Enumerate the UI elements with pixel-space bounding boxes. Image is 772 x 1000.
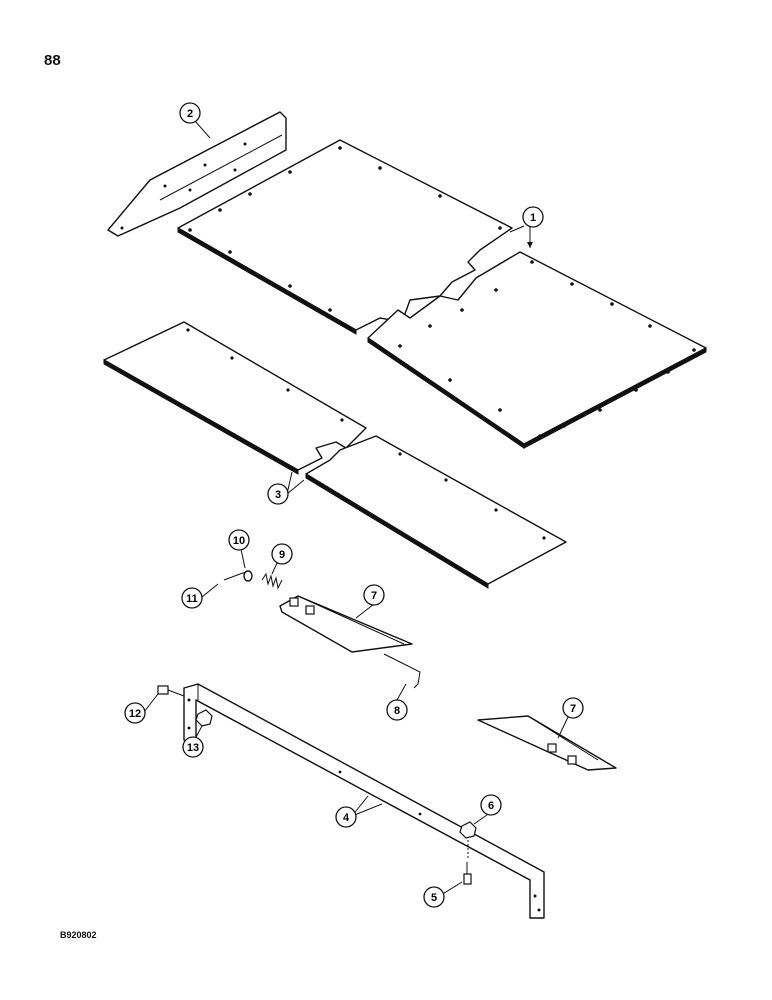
callout-8-label: 8 [394, 705, 400, 717]
washer-part-10 [243, 570, 253, 582]
figure-code: B920802 [60, 930, 97, 940]
callout-5-label: 5 [431, 892, 437, 904]
floor-panel-part-1-left [177, 139, 513, 335]
callout-3-label: 3 [275, 489, 281, 501]
floor-panel-part-3-right [305, 435, 567, 589]
latch-part-7-upper [279, 595, 413, 653]
callout-6-label: 6 [488, 800, 494, 812]
nut-part-6 [459, 821, 477, 860]
bolt-part-5 [463, 862, 472, 885]
bolt-part-12 [157, 685, 185, 697]
callout-7-lower: 7 [562, 697, 584, 719]
callout-13: 13 [182, 736, 204, 758]
pin-part-11 [223, 571, 247, 581]
callout-13-label: 13 [187, 742, 199, 754]
callout-10-label: 10 [233, 535, 245, 547]
callout-4: 4 [335, 806, 357, 828]
page-number: 88 [44, 52, 61, 69]
callout-11: 11 [181, 587, 203, 609]
callout-6: 6 [480, 794, 502, 816]
callout-5: 5 [423, 886, 445, 908]
nut-part-13 [195, 709, 213, 727]
callout-3: 3 [267, 483, 289, 505]
callout-7-upper: 7 [363, 584, 385, 606]
bracket-part-2 [107, 111, 287, 237]
leader-lines [143, 120, 569, 896]
callout-1: 1 [522, 206, 544, 228]
callout-10: 10 [228, 529, 250, 551]
callout-12-label: 12 [129, 708, 141, 720]
latch-part-7-lower [477, 715, 617, 771]
callout-11-label: 11 [186, 593, 198, 605]
callout-7-lower-label: 7 [570, 703, 576, 715]
rod-part-8 [383, 653, 421, 689]
floor-panel-part-1-right [367, 251, 707, 449]
floor-panel-part-3-left [103, 321, 367, 475]
callout-9: 9 [271, 543, 293, 565]
callout-9-label: 9 [279, 549, 285, 561]
callout-1-label: 1 [530, 212, 536, 224]
callout-4-label: 4 [343, 812, 350, 824]
callout-8: 8 [386, 699, 408, 721]
spring-part-9 [261, 572, 283, 590]
callout-2: 2 [179, 102, 201, 124]
callout-7-upper-label: 7 [371, 590, 377, 602]
callout-2-label: 2 [187, 108, 193, 120]
callout-12: 12 [124, 702, 146, 724]
